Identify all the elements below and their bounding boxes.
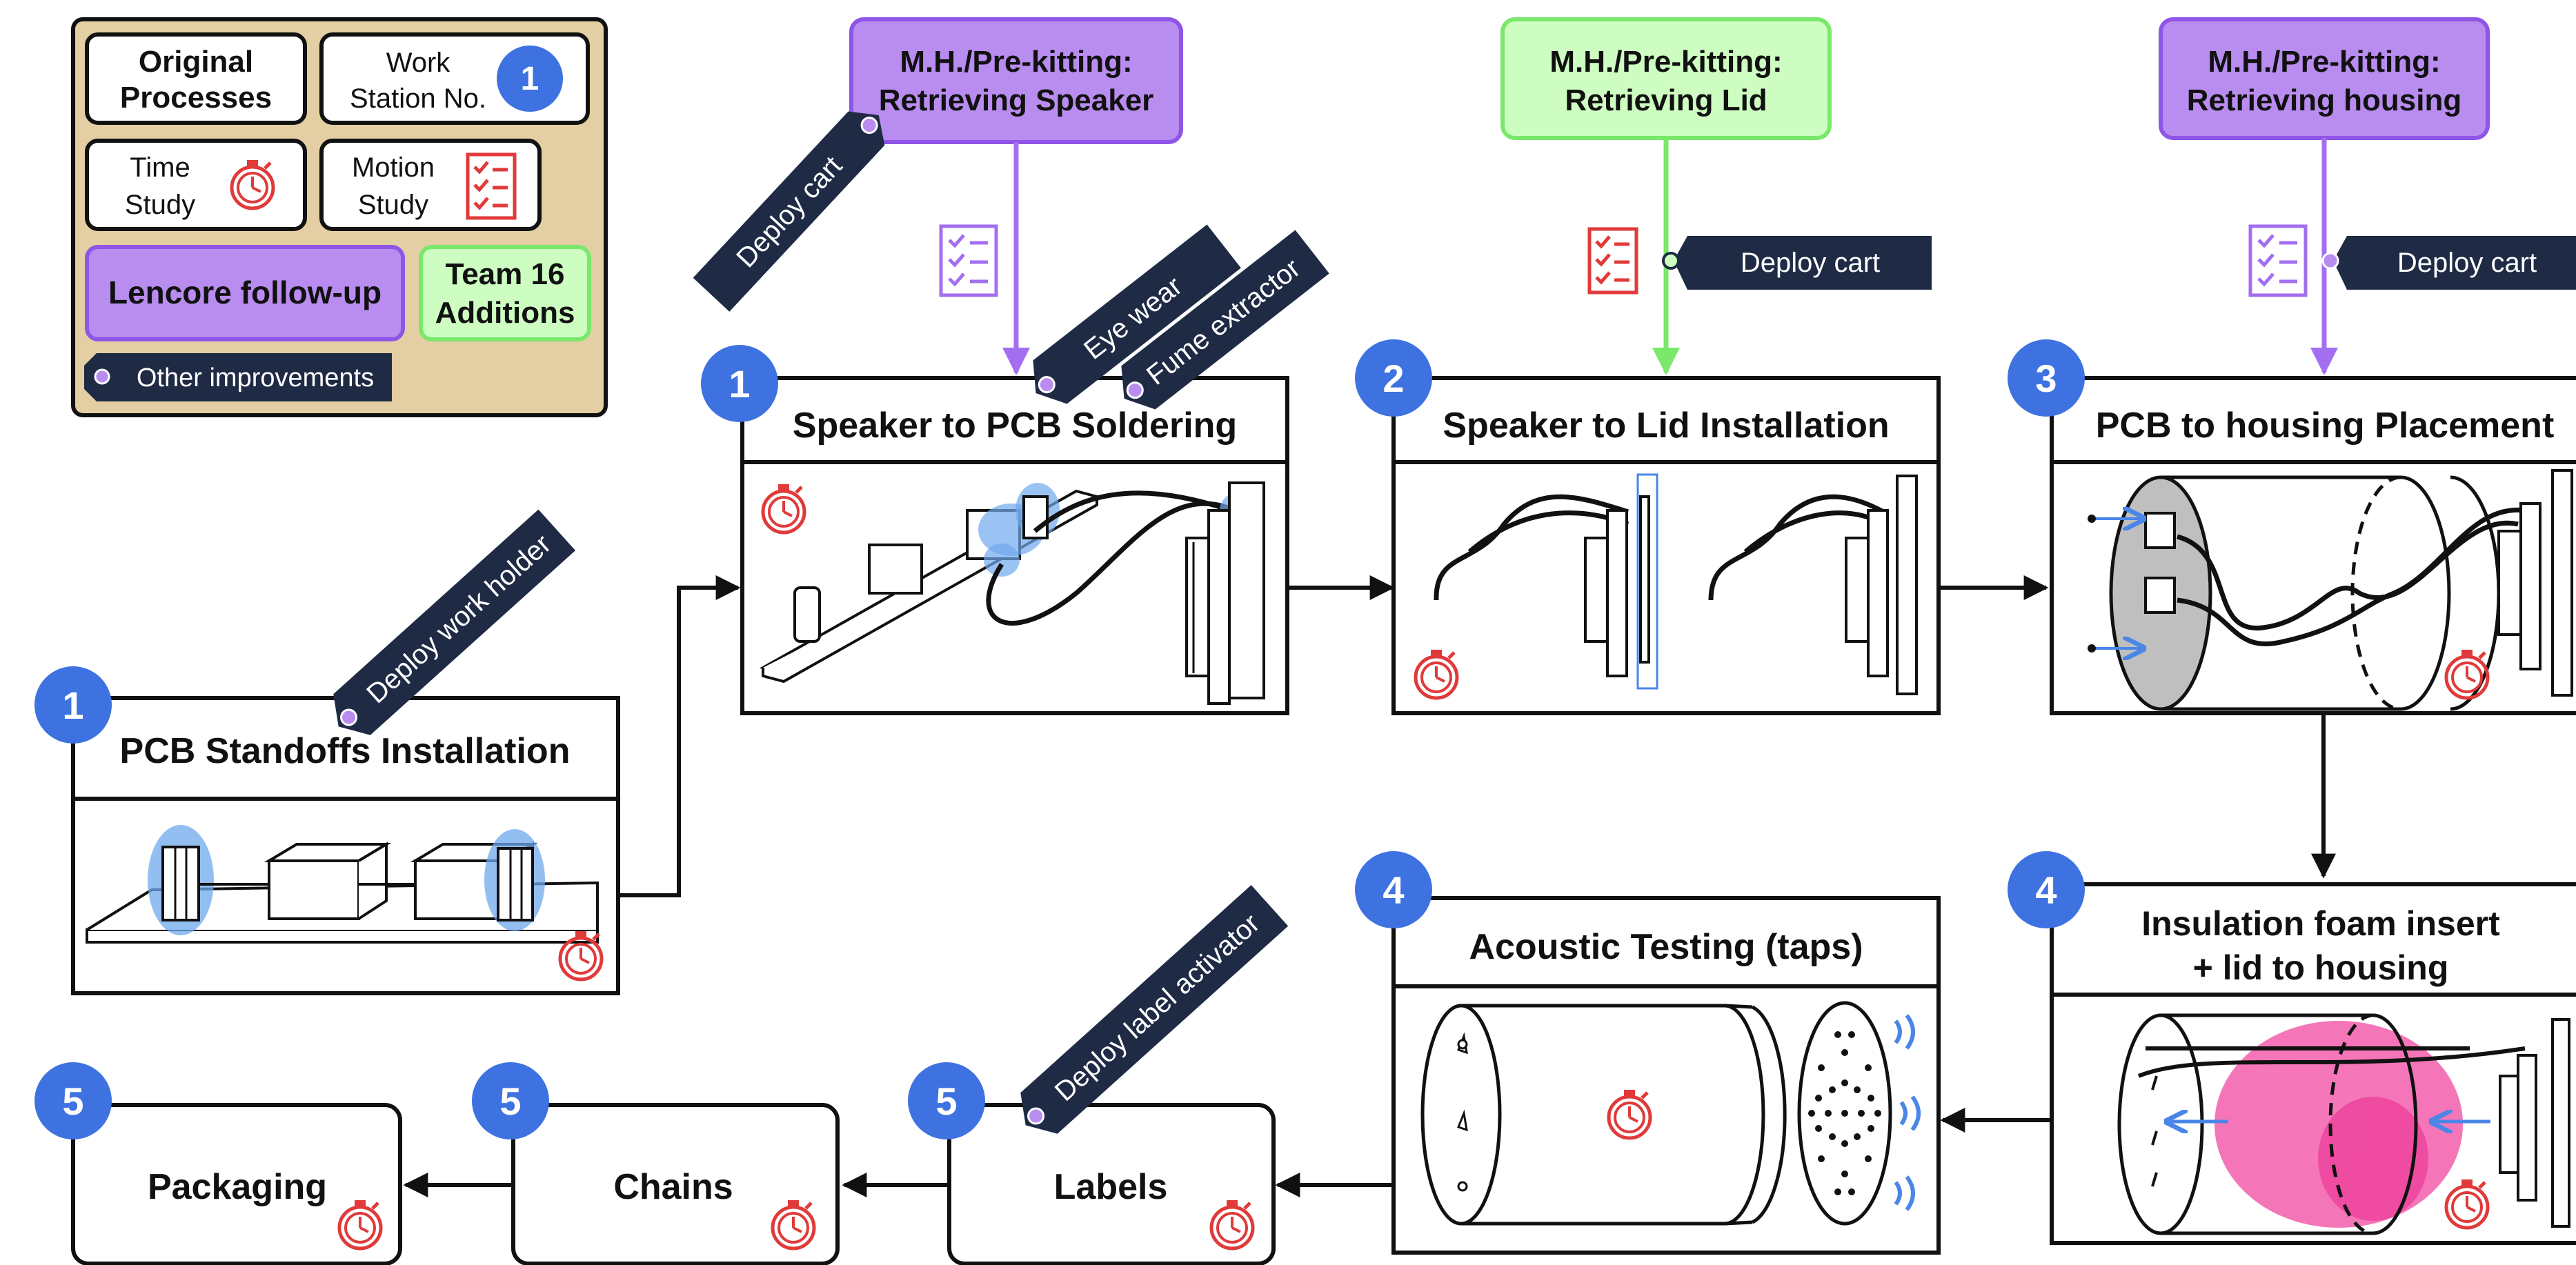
station-packaging-box <box>71 1103 402 1265</box>
prekitting-housing-tag <box>2333 236 2576 290</box>
station-acoustic-title: Acoustic Testing (taps) <box>1469 927 1863 967</box>
prekitting-lid-line1: M.H./Pre-kitting: <box>1549 45 1782 79</box>
pcb-speaker-illustration <box>759 481 1265 705</box>
acoustic-housing-illustration <box>1420 1001 1921 1226</box>
tag-hole-icon <box>1662 252 1680 270</box>
station-number-badge <box>34 666 112 744</box>
tag-hole-icon <box>1038 376 1056 394</box>
legend-lencore-label: Lencore follow-up <box>108 275 382 310</box>
station-chains-title: Chains <box>613 1167 733 1207</box>
legend-motion-line1: Motion <box>352 152 435 183</box>
prekitting-speaker-box <box>849 17 1183 144</box>
legend-workstation-badge-number: 1 <box>521 61 539 97</box>
station-number-badge <box>2008 851 2085 928</box>
legend-team16-line2: Additions <box>435 296 575 330</box>
station-packaging-title: Packaging <box>148 1167 327 1207</box>
station-number-badge <box>34 1062 112 1139</box>
housing-illustration <box>2088 469 2573 711</box>
station-speaker-soldering-number: 1 <box>729 362 750 406</box>
legend-original-line1: Original <box>139 45 253 79</box>
station-pcb-housing: PCB to housing Placement 3 <box>2008 339 2576 715</box>
legend-workstation-badge <box>497 46 563 112</box>
prekitting-speaker-line1: M.H./Pre-kitting: <box>900 45 1132 79</box>
legend-original-box <box>85 32 307 125</box>
tag-hole-icon <box>860 117 878 135</box>
station-speaker-soldering: Speaker to PCB Soldering 1 Eye wear <box>701 224 1329 715</box>
station-insulation: Insulation foam insert + lid to housing … <box>2008 851 2576 1245</box>
prekitting-housing-tag-label: Deploy cart <box>2397 248 2537 278</box>
legend: Original Processes Work Station No. 1 Ti… <box>71 17 608 417</box>
station-acoustic-number: 4 <box>1383 868 1404 912</box>
checklist-icon <box>941 226 996 295</box>
speaker-lid-illustration <box>1434 473 1918 695</box>
legend-lencore-box <box>85 245 405 341</box>
station-number-badge <box>2008 339 2085 417</box>
legend-original-line2: Processes <box>120 81 272 114</box>
prekitting-speaker-line2: Retrieving Speaker <box>879 83 1154 117</box>
station-pcb-housing-title: PCB to housing Placement <box>2096 406 2555 446</box>
station-pcb-standoffs-tag-label: Deploy work holder <box>361 529 557 710</box>
station-number-badge <box>1355 339 1432 417</box>
legend-workstation-line2: Station No. <box>350 83 486 114</box>
station-labels-title: Labels <box>1054 1167 1168 1207</box>
prekitting-housing-line1: M.H./Pre-kitting: <box>2208 45 2440 79</box>
prekitting-lid-line2: Retrieving Lid <box>1565 83 1767 117</box>
tag-hole-icon <box>1126 381 1144 399</box>
checklist-icon <box>2250 226 2306 295</box>
station-pcb-housing-number: 3 <box>2035 357 2057 400</box>
prekitting-lid-tag <box>1674 236 1932 290</box>
legend-team16-line1: Team 16 <box>446 257 565 291</box>
prekitting-lid-tag-label: Deploy cart <box>1741 248 1880 278</box>
legend-time-line2: Study <box>125 190 195 220</box>
legend-team16-box <box>419 245 591 341</box>
station-pcb-standoffs-title: PCB Standoffs Installation <box>120 731 571 771</box>
legend-time-line1: Time <box>130 152 190 183</box>
legend-other-tag <box>84 353 392 401</box>
pcb-board-illustration <box>86 825 599 944</box>
prekitting-lid-box <box>1500 17 1832 140</box>
station-packaging: Packaging 5 <box>34 1062 402 1265</box>
flow-arrow <box>618 575 741 897</box>
station-chains-number: 5 <box>499 1079 521 1123</box>
station-number-badge <box>1355 851 1432 928</box>
prekitting-speaker-tag: Deploy cart <box>693 111 885 312</box>
legend-motion-line2: Study <box>358 190 428 220</box>
station-labels-number: 5 <box>935 1079 957 1123</box>
prekitting-lid: M.H./Pre-kitting: Retrieving Lid Deploy … <box>1500 17 1932 375</box>
station-pcb-standoffs-number: 1 <box>62 684 83 727</box>
station-number-badge <box>701 345 778 422</box>
station-labels: Labels 5 Deploy label activator <box>908 885 1289 1265</box>
station-labels-tag-label: Deploy label activator <box>1049 908 1266 1108</box>
station-chains: Chains 5 <box>472 1062 840 1265</box>
station-insulation-title-line2: + lid to housing <box>2193 948 2449 987</box>
tag-hole-icon <box>94 368 110 385</box>
station-speaker-soldering-title: Speaker to PCB Soldering <box>793 406 1237 446</box>
station-insulation-number: 4 <box>2035 868 2057 912</box>
prekitting-housing-box <box>2159 17 2490 140</box>
station-packaging-number: 5 <box>62 1079 83 1123</box>
prekitting-housing: M.H./Pre-kitting: Retrieving housing Dep… <box>2159 17 2576 375</box>
station-speaker-lid: Speaker to Lid Installation 2 <box>1355 339 1941 715</box>
checklist-icon <box>1589 229 1636 292</box>
legend-workstation-line1: Work <box>386 48 451 78</box>
prekitting-speaker-tag-label: Deploy cart <box>731 150 848 273</box>
tag-hole-icon <box>1027 1107 1045 1125</box>
station-insulation-title-line1: Insulation foam insert <box>2141 904 2500 943</box>
station-speaker-lid-title: Speaker to Lid Installation <box>1443 406 1889 446</box>
station-acoustic: Acoustic Testing (taps) <box>1355 851 1941 1255</box>
station-pcb-standoffs: PCB Standoffs Installation 1 <box>34 509 620 995</box>
tag-hole-icon <box>340 708 358 726</box>
station-number-badge <box>472 1062 549 1139</box>
tag-hole-icon <box>2321 252 2339 270</box>
checklist-icon <box>468 155 515 218</box>
prekitting-housing-line2: Retrieving housing <box>2187 83 2461 117</box>
station-number-badge <box>908 1062 985 1139</box>
legend-other-label: Other improvements <box>137 363 374 392</box>
foam-housing-illustration <box>2117 1013 2570 1235</box>
station-speaker-lid-number: 2 <box>1383 357 1404 400</box>
sound-waves-icon <box>1894 1014 1921 1211</box>
